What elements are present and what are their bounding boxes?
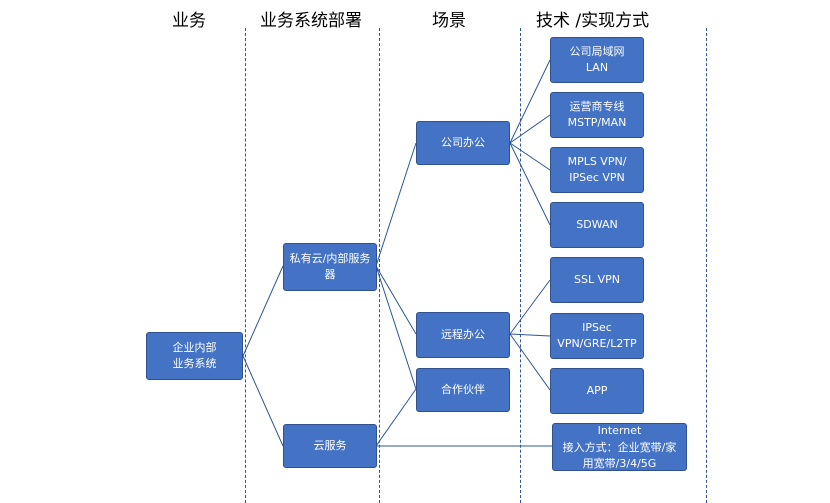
divider-2 bbox=[379, 28, 380, 503]
node-label: 云服务 bbox=[313, 439, 347, 452]
divider-4 bbox=[706, 28, 707, 503]
node-label: APP bbox=[586, 384, 608, 397]
header-business: 业务 bbox=[172, 11, 206, 31]
node-app: APP bbox=[550, 368, 644, 414]
node-label: IPSec VPN bbox=[569, 171, 625, 184]
node-ipsec-vpn: IPSec VPN/GRE/L2TP bbox=[550, 313, 644, 359]
divider-3 bbox=[520, 28, 521, 503]
node-label: 公司局域网 bbox=[569, 45, 625, 58]
node-label: LAN bbox=[585, 61, 609, 74]
connector-remote-ipsec bbox=[509, 333, 551, 337]
node-label: 器 bbox=[324, 268, 336, 281]
header-technology: 技术 /实现方式 bbox=[536, 11, 650, 31]
node-partner: 合作伙伴 bbox=[416, 368, 510, 412]
node-sdwan: SDWAN bbox=[550, 202, 644, 248]
node-mpls-vpn: MPLS VPN/ IPSec VPN bbox=[550, 147, 644, 193]
connector-remote-app bbox=[509, 333, 551, 391]
node-label: MPLS VPN/ bbox=[567, 155, 627, 168]
node-cloud-service: 云服务 bbox=[283, 424, 377, 468]
node-label: SDWAN bbox=[576, 218, 618, 231]
connector-remote-ssl bbox=[509, 279, 551, 335]
header-scenario: 场景 bbox=[432, 11, 466, 31]
connector-private-remote bbox=[375, 265, 417, 335]
connector-enterprise-private bbox=[242, 265, 284, 357]
node-label: MSTP/MAN bbox=[567, 116, 627, 129]
node-label: 远程办公 bbox=[441, 328, 485, 341]
node-label: 接入方式：企业宽带/家 bbox=[562, 441, 677, 454]
node-lan: 公司局域网 LAN bbox=[550, 37, 644, 83]
connector-office-sdwan bbox=[509, 142, 551, 226]
connector-private-office bbox=[375, 142, 417, 267]
header-deployment: 业务系统部署 bbox=[260, 11, 362, 31]
connector-cloud-partner bbox=[375, 388, 417, 447]
node-private-cloud: 私有云/内部服务 器 bbox=[283, 243, 377, 291]
connector-office-mpls bbox=[509, 142, 551, 171]
node-label: 企业内部 bbox=[172, 341, 217, 354]
divider-1 bbox=[245, 28, 246, 503]
node-remote-office: 远程办公 bbox=[416, 312, 510, 358]
connector-enterprise-cloud bbox=[242, 355, 284, 447]
node-label: 用宽带/3/4/5G bbox=[582, 457, 657, 470]
node-label: VPN/GRE/L2TP bbox=[557, 337, 637, 350]
node-ssl-vpn: SSL VPN bbox=[550, 257, 644, 303]
node-carrier-line: 运营商专线 MSTP/MAN bbox=[550, 92, 644, 138]
node-enterprise-business-system: 企业内部 业务系统 bbox=[146, 332, 243, 380]
node-label: 公司办公 bbox=[441, 136, 485, 149]
connector-office-lan bbox=[509, 59, 551, 144]
node-label: 合作伙伴 bbox=[441, 383, 485, 396]
connector-office-carrier bbox=[509, 114, 551, 144]
connector-private-partner bbox=[375, 265, 417, 390]
node-label: 业务系统 bbox=[172, 357, 217, 370]
node-label: IPSec bbox=[582, 321, 612, 334]
node-label: 私有云/内部服务 bbox=[289, 252, 371, 265]
node-company-office: 公司办公 bbox=[416, 121, 510, 165]
node-label: Internet bbox=[597, 424, 642, 437]
node-label: SSL VPN bbox=[574, 273, 620, 286]
node-label: 运营商专线 bbox=[569, 100, 625, 113]
node-internet: Internet 接入方式：企业宽带/家 用宽带/3/4/5G bbox=[552, 423, 687, 471]
